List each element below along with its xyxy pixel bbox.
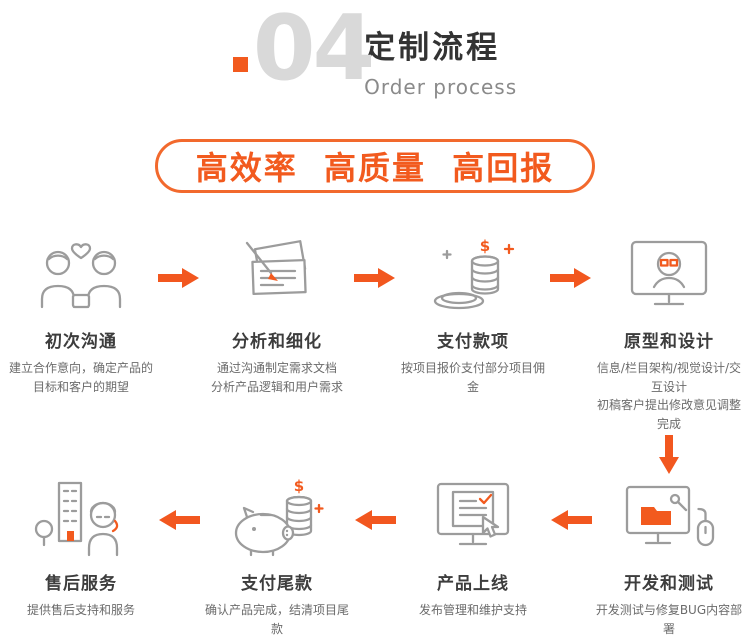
svg-text:$: $ (294, 479, 304, 495)
step-desc-line: 通过沟通制定需求文档 (216, 361, 337, 375)
step-title: 原型和设计 (624, 332, 714, 352)
flow-row-1: 初次沟通 建立合作意向，确定产品的 目标和客户的期望 (0, 235, 750, 433)
step-desc: 提供售后支持和服务 (6, 601, 156, 620)
slogan-text: 高效率 高质量 高回报 (195, 149, 555, 187)
step-title: 开发和测试 (624, 574, 714, 595)
step-desc-line: 开发测试与修复BUG内容部署 (595, 603, 743, 636)
step-title: 售后服务 (45, 574, 117, 595)
accent-square (232, 56, 248, 72)
step-prototype-design: 原型和设计 信息/栏目架构/视觉设计/交互设计 初稿客户提出修改意见调整完成 (594, 235, 744, 433)
title-block: 定制流程 Order process (364, 6, 517, 99)
page-title: 定制流程 (364, 30, 501, 66)
step-title: 产品上线 (437, 574, 509, 595)
step-desc-line: 提供售后支持和服务 (26, 603, 135, 618)
step-title: 支付款项 (437, 332, 509, 352)
step-desc: 通过沟通制定需求文档 分析产品逻辑和用户需求 (202, 359, 352, 396)
svg-text:$: $ (480, 237, 490, 255)
arrow-right-icon (156, 235, 202, 291)
step-desc-line: 建立合作意向，确定产品的 (8, 361, 153, 375)
service-person-icon (6, 477, 156, 557)
step-desc-line: 目标和客户的期望 (32, 379, 129, 394)
step-desc: 开发测试与修复BUG内容部署 (594, 601, 744, 638)
step-initial-communication: 初次沟通 建立合作意向，确定产品的 目标和客户的期望 (6, 235, 156, 396)
step-desc-line: 确认产品完成，结清项目尾款 (204, 603, 349, 636)
arrow-right-icon (548, 235, 594, 291)
coin-stack-icon: $ (398, 235, 548, 315)
step-analysis-refinement: 分析和细化 通过沟通制定需求文档 分析产品逻辑和用户需求 (202, 235, 352, 396)
piggy-bank-icon: $ (202, 477, 352, 557)
step-desc-line: 分析产品逻辑和用户需求 (210, 379, 343, 394)
step-development-testing: 开发和测试 开发测试与修复BUG内容部署 (594, 477, 744, 638)
step-final-payment: $ 支付尾款 确认产品完成，结清项目尾款 (202, 477, 352, 638)
arrow-down-icon (594, 435, 744, 477)
section-number: 04 (252, 0, 375, 101)
step-payment: $ 支付款项 按项目报价支付部分项目佣金 (398, 235, 548, 396)
dev-monitor-icon (594, 477, 744, 557)
launch-monitor-icon (398, 477, 548, 557)
step-desc-line: 信息/栏目架构/视觉设计/交互设计 (596, 361, 742, 394)
step-desc-line: 初稿客户提出修改意见调整完成 (596, 398, 741, 431)
people-heart-icon (6, 235, 156, 315)
design-monitor-icon (594, 235, 744, 315)
documents-pen-icon (202, 235, 352, 315)
step-product-launch: 产品上线 发布管理和维护支持 (398, 477, 548, 620)
step-desc: 按项目报价支付部分项目佣金 (398, 359, 548, 396)
step-title: 支付尾款 (241, 574, 313, 595)
step-desc: 信息/栏目架构/视觉设计/交互设计 初稿客户提出修改意见调整完成 (594, 359, 744, 433)
section-header: 04 定制流程 Order process (0, 0, 750, 99)
step-after-sales: 售后服务 提供售后支持和服务 (6, 477, 156, 620)
slogan-banner: 高效率 高质量 高回报 (155, 139, 595, 193)
step-desc: 建立合作意向，确定产品的 目标和客户的期望 (6, 359, 156, 396)
flow-row-2: 售后服务 提供售后支持和服务 $ (0, 477, 750, 638)
step-desc: 发布管理和维护支持 (398, 601, 548, 620)
step-title: 分析和细化 (232, 332, 322, 352)
step-desc-line: 发布管理和维护支持 (418, 603, 527, 618)
step-desc-line: 按项目报价支付部分项目佣金 (400, 361, 545, 394)
arrow-right-icon (352, 235, 398, 291)
arrow-left-icon (548, 477, 594, 533)
page-subtitle: Order process (364, 75, 518, 99)
step-title: 初次沟通 (45, 332, 117, 352)
arrow-left-icon (352, 477, 398, 533)
step-desc: 确认产品完成，结清项目尾款 (202, 601, 352, 638)
arrow-left-icon (156, 477, 202, 533)
section-number-wrap: 04 (232, 0, 375, 101)
flow-down-row (0, 433, 750, 477)
process-flow: 初次沟通 建立合作意向，确定产品的 目标和客户的期望 (0, 235, 750, 639)
